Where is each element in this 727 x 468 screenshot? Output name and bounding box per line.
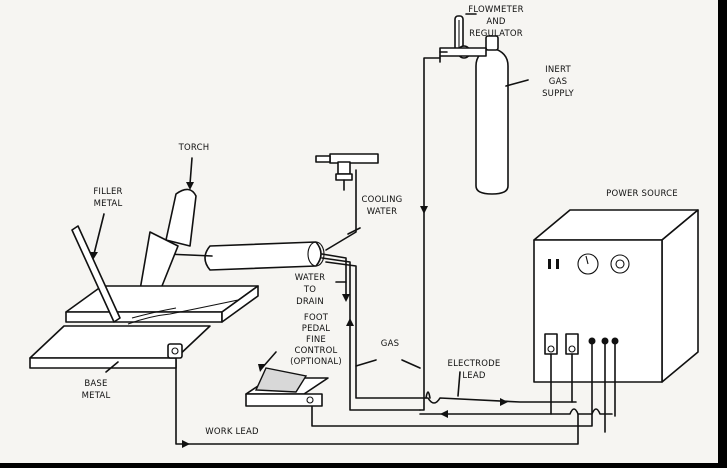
foot-pedal-label-5: (OPTIONAL) — [290, 357, 342, 367]
water-faucet — [315, 153, 379, 191]
drain-arrow — [342, 294, 350, 302]
power-source-label: POWER SOURCE — [606, 189, 678, 199]
foot-pedal-lead — [311, 343, 593, 427]
foot-pedal-label-1: FOOT — [304, 313, 329, 323]
gas-loop-line — [419, 408, 613, 415]
workpiece — [29, 285, 259, 369]
right-border — [718, 0, 727, 463]
foot-pedal-label-4: CONTROL — [295, 346, 338, 356]
foot-pedal-label-3: FINE — [306, 335, 326, 345]
gas-pointer-left — [355, 359, 377, 367]
work-lead-label: WORK LEAD — [205, 427, 259, 437]
cooling-water-pointer — [347, 227, 361, 235]
gas-line-from-regulator — [419, 57, 441, 411]
gas-label: GAS — [381, 339, 399, 349]
flowmeter-label-2: AND — [486, 17, 506, 27]
flowmeter-label-3: REGULATOR — [469, 29, 523, 39]
lead-crossover — [425, 391, 431, 399]
work-lead-line — [175, 359, 579, 445]
water-to-drain-label-1: WATER — [295, 273, 326, 283]
base-metal-pointer — [105, 361, 119, 373]
gas-up-arrow — [346, 318, 354, 326]
power-source-unit — [533, 209, 699, 383]
electrode-lead-label-2: LEAD — [462, 371, 486, 381]
cooling-water-label-1: COOLING — [362, 195, 403, 205]
inert-gas-label-1: INERT — [545, 65, 571, 75]
water-to-drain-label-3: DRAIN — [296, 297, 324, 307]
inert-gas-label-2: GAS — [549, 77, 567, 87]
electrode-pointer — [457, 371, 461, 397]
filler-metal-rod — [71, 213, 121, 323]
work-lead-arrow — [182, 440, 190, 448]
filler-metal-label-1: FILLER — [93, 187, 122, 197]
foot-pedal-label-2: PEDAL — [302, 324, 331, 334]
torch-label: TORCH — [178, 143, 210, 153]
inert-gas-pointer — [505, 79, 529, 87]
cooling-water-label-2: WATER — [367, 207, 398, 217]
inert-gas-cylinder — [475, 35, 509, 195]
inert-gas-label-3: SUPPLY — [542, 89, 574, 99]
flowmeter-regulator — [439, 15, 487, 63]
drain-line — [321, 253, 347, 297]
electrode-arrow — [500, 398, 508, 406]
flowmeter-label-1: FLOWMETER — [468, 5, 523, 15]
cooling-water-line — [325, 169, 357, 251]
gas-line-to-torch — [321, 257, 421, 411]
gas-flow-arrow — [420, 206, 428, 214]
base-metal-label-2: METAL — [82, 391, 111, 401]
electrode-lead-line — [325, 261, 577, 404]
electrode-lead-label-1: ELECTRODE — [448, 359, 501, 369]
foot-pedal — [245, 351, 329, 407]
base-metal-label-1: BASE — [84, 379, 107, 389]
filler-metal-label-2: METAL — [94, 199, 123, 209]
gas-pointer-right — [401, 359, 421, 369]
water-to-drain-label-2: TO — [303, 285, 316, 295]
